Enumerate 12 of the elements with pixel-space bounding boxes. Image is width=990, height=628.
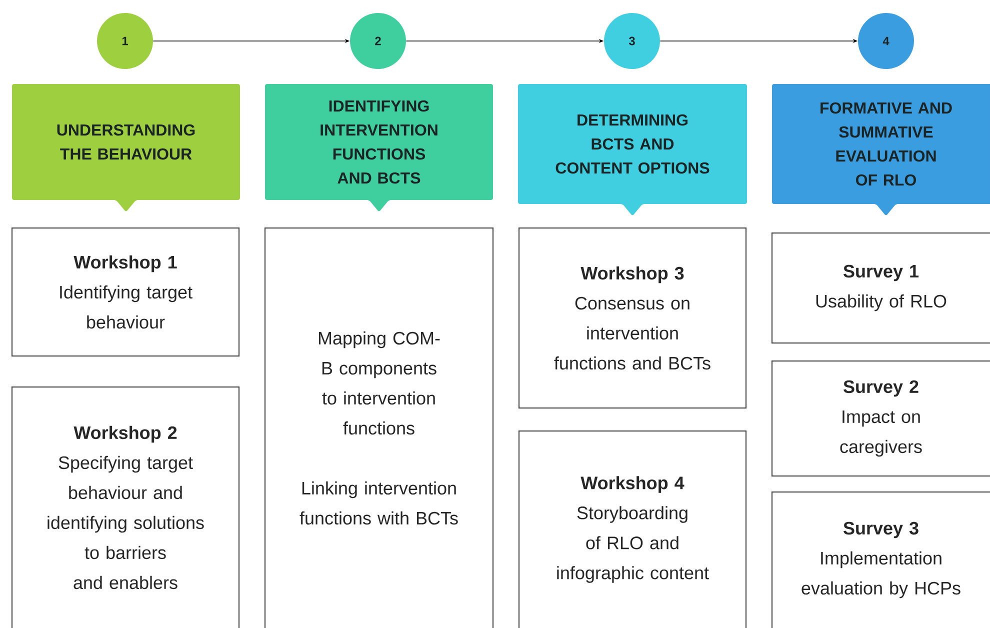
text-box: Mapping COM-B components to intervention functions Linking intervention functions with BCTs (264, 228, 494, 628)
stage-header: DETERMINING BCTS AND CONTENT OPTIONS (518, 84, 747, 216)
stage-header: FORMATIVE AND SUMMATIVE EVALUATION OF RLO (772, 84, 990, 216)
text-box: Workshop 4 Storyboarding of RLO and infographic content (518, 430, 746, 628)
stage-header: IDENTIFYING INTERVENTION FUNCTIONS AND BCTS (265, 84, 493, 212)
text-box: Workshop 1 Identifying target behaviour (12, 228, 240, 356)
text-box: Survey 2 Impact on caregivers (772, 360, 990, 476)
stage-header: UNDERSTANDING THE BEHAVIOUR (12, 84, 240, 212)
text-box: Survey 3 Implementation evaluation by HCPs (772, 491, 990, 628)
text-box: Workshop 3 Consensus on intervention functions and BCTs (518, 228, 746, 408)
text-box: Workshop 2 Specifying target behaviour and identifying solutions to barriers and enablers (12, 386, 240, 628)
text-box: Survey 1 Usability of RLO (772, 232, 990, 344)
